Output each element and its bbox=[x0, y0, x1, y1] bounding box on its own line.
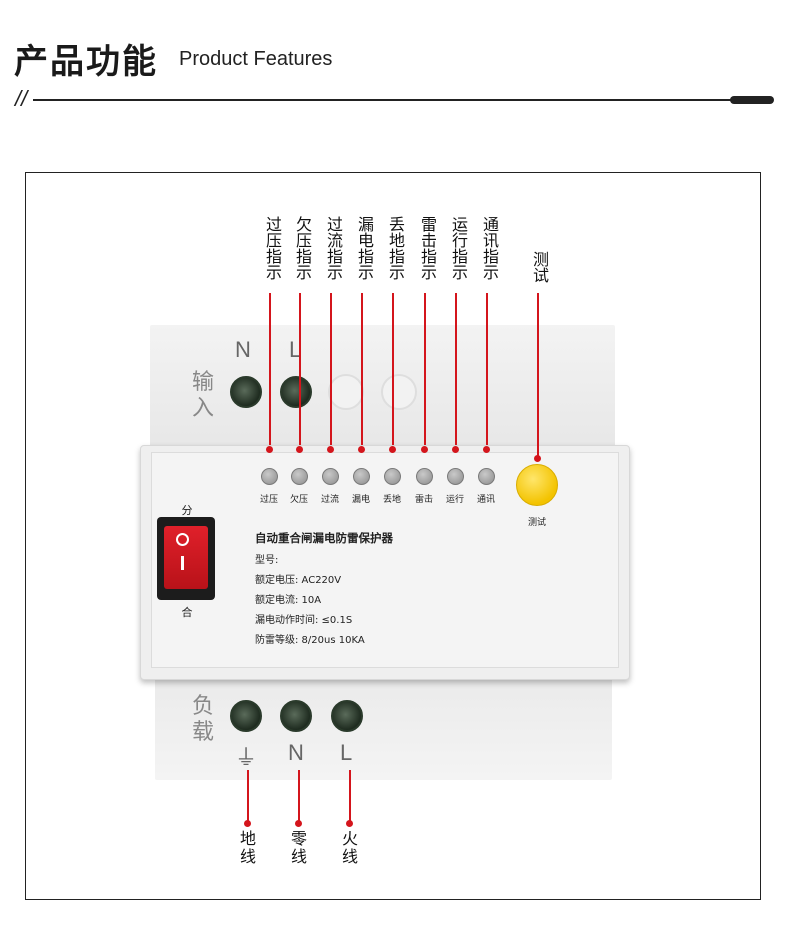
led-label: 过流 bbox=[320, 495, 339, 505]
callout-line bbox=[299, 293, 301, 445]
ground-symbol-icon: ⏚ bbox=[235, 745, 258, 770]
led-undervoltage bbox=[291, 468, 308, 485]
callout-dot bbox=[534, 455, 541, 462]
callout-line bbox=[349, 770, 351, 826]
callout-line bbox=[424, 293, 426, 445]
load-label: 负载 bbox=[191, 694, 214, 745]
callout-dot bbox=[452, 446, 459, 453]
led-running bbox=[447, 468, 464, 485]
callout-line bbox=[298, 770, 300, 826]
switch-on-symbol bbox=[181, 556, 184, 570]
led-lightning bbox=[416, 468, 433, 485]
section-title: 产品功能 bbox=[14, 42, 158, 82]
callout-dot bbox=[483, 446, 490, 453]
input-label: 输入 bbox=[191, 370, 214, 421]
led-label: 漏电 bbox=[351, 495, 370, 505]
callout-line bbox=[269, 293, 271, 445]
spec-lightning: 防雷等级: 8/20us 10KA bbox=[255, 635, 365, 646]
callout-line bbox=[361, 293, 363, 445]
led-label: 通讯 bbox=[476, 495, 495, 505]
led-overvoltage bbox=[261, 468, 278, 485]
callout-ground-loss: 丢地指示 bbox=[386, 216, 405, 280]
load-ground-terminal bbox=[230, 700, 262, 732]
product-name: 自动重合闸漏电防雷保护器 bbox=[255, 531, 393, 545]
callout-running: 运行指示 bbox=[449, 216, 468, 280]
callout-communication: 通讯指示 bbox=[480, 216, 499, 280]
load-n-letter: N bbox=[288, 740, 304, 765]
callout-line bbox=[247, 770, 249, 826]
load-l-letter: L bbox=[340, 740, 353, 765]
input-n-letter: N bbox=[235, 337, 251, 362]
section-subtitle: Product Features bbox=[179, 48, 333, 70]
callout-ground-wire: 地线 bbox=[239, 829, 256, 866]
callout-live-wire: 火线 bbox=[341, 829, 358, 866]
callout-leakage: 漏电指示 bbox=[355, 216, 374, 280]
led-leakage bbox=[353, 468, 370, 485]
led-label: 运行 bbox=[445, 495, 464, 505]
callout-dot bbox=[346, 820, 353, 827]
device-lower-housing bbox=[155, 672, 612, 780]
callout-overcurrent: 过流指示 bbox=[324, 216, 343, 280]
divider-end-cap bbox=[730, 96, 774, 104]
led-label: 雷击 bbox=[414, 495, 433, 505]
callout-dot bbox=[389, 446, 396, 453]
callout-line bbox=[455, 293, 457, 445]
callout-line bbox=[537, 293, 539, 456]
callout-dot bbox=[295, 820, 302, 827]
spec-model: 型号: bbox=[255, 555, 279, 566]
callout-neutral-wire: 零线 bbox=[290, 829, 307, 866]
divider-line bbox=[33, 99, 733, 101]
led-label: 欠压 bbox=[289, 495, 308, 505]
led-label: 过压 bbox=[259, 495, 278, 505]
callout-dot bbox=[358, 446, 365, 453]
input-l-letter: L bbox=[289, 337, 302, 362]
callout-lightning: 雷击指示 bbox=[418, 216, 437, 280]
switch-label-on: 合 bbox=[181, 606, 193, 619]
led-label: 丢地 bbox=[382, 495, 401, 505]
load-n-terminal bbox=[280, 700, 312, 732]
led-communication bbox=[478, 468, 495, 485]
callout-dot bbox=[327, 446, 334, 453]
callout-dot bbox=[244, 820, 251, 827]
figure-frame bbox=[25, 172, 761, 900]
callout-test: 测试 bbox=[530, 251, 549, 283]
spec-leak-time: 漏电动作时间: ≤0.1S bbox=[255, 615, 353, 626]
test-button[interactable] bbox=[516, 464, 558, 506]
led-overcurrent bbox=[322, 468, 339, 485]
switch-label-off: 分 bbox=[181, 504, 193, 517]
callout-dot bbox=[296, 446, 303, 453]
led-ground-loss bbox=[384, 468, 401, 485]
terminal-hole bbox=[328, 374, 364, 410]
callout-dot bbox=[421, 446, 428, 453]
callout-line bbox=[486, 293, 488, 445]
terminal-hole bbox=[381, 374, 417, 410]
callout-line bbox=[330, 293, 332, 445]
switch-off-symbol bbox=[176, 533, 189, 546]
test-button-label: 测试 bbox=[527, 518, 546, 528]
spec-voltage: 额定电压: AC220V bbox=[255, 575, 342, 586]
divider-prefix: // bbox=[15, 86, 28, 111]
load-l-terminal bbox=[331, 700, 363, 732]
callout-line bbox=[392, 293, 394, 445]
input-l-terminal bbox=[280, 376, 312, 408]
callout-undervoltage: 欠压指示 bbox=[293, 216, 312, 280]
callout-overvoltage: 过压指示 bbox=[263, 216, 282, 280]
input-n-terminal bbox=[230, 376, 262, 408]
callout-dot bbox=[266, 446, 273, 453]
spec-current: 额定电流: 10A bbox=[255, 595, 322, 606]
